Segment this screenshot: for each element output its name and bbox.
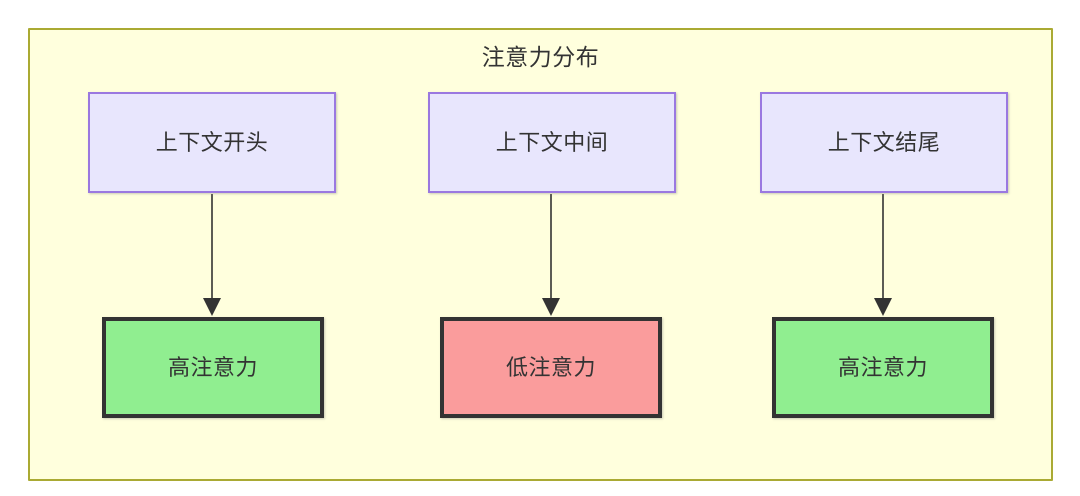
node-attention-end[interactable]: 高注意力 xyxy=(772,317,994,418)
subgraph-title: 注意力分布 xyxy=(481,44,600,70)
node-context-start[interactable]: 上下文开头 xyxy=(88,92,336,193)
node-attention-middle[interactable]: 低注意力 xyxy=(440,317,662,418)
node-context-end[interactable]: 上下文结尾 xyxy=(760,92,1008,193)
node-context-end-label: 上下文结尾 xyxy=(827,129,941,155)
node-context-start-label: 上下文开头 xyxy=(155,129,269,155)
node-attention-middle-label: 低注意力 xyxy=(505,354,596,380)
node-context-middle[interactable]: 上下文中间 xyxy=(428,92,676,193)
node-attention-end-label: 高注意力 xyxy=(837,354,928,380)
node-attention-start-label: 高注意力 xyxy=(167,354,258,380)
node-attention-start[interactable]: 高注意力 xyxy=(102,317,324,418)
node-context-middle-label: 上下文中间 xyxy=(495,129,609,155)
